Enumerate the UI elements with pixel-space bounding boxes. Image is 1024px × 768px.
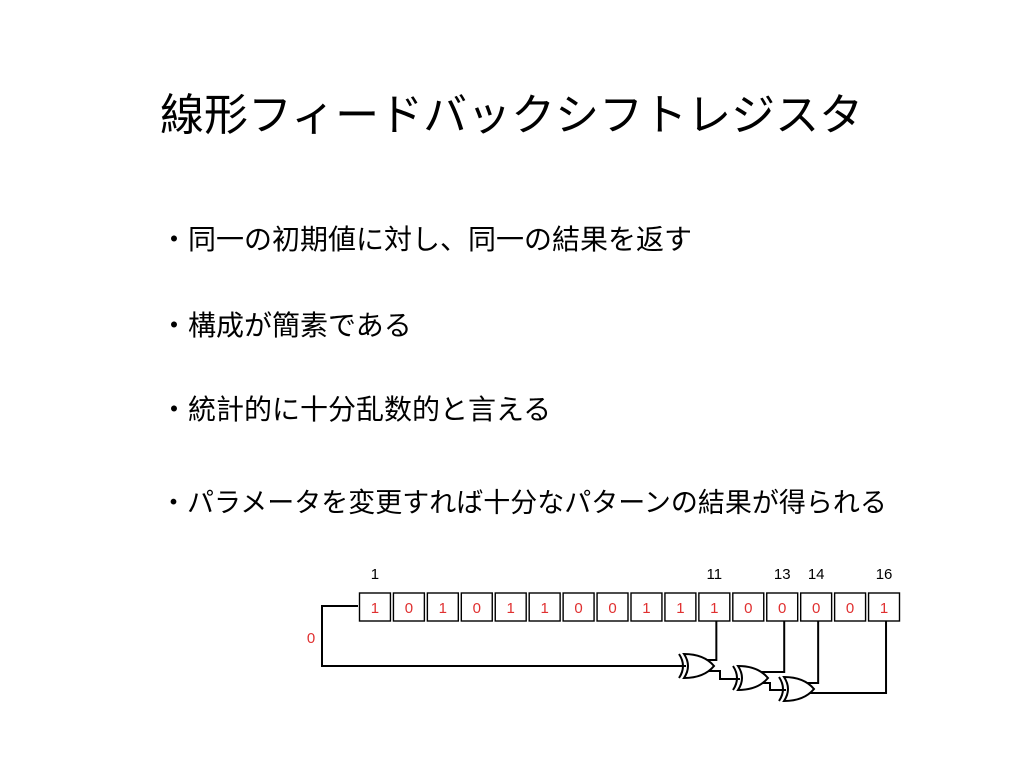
- register-cell: 0: [562, 592, 595, 622]
- bit-position-label: 14: [808, 566, 825, 583]
- register-cell: 1: [494, 592, 527, 622]
- register-bit-value: 1: [642, 600, 650, 617]
- xor-gate-body: [682, 652, 716, 680]
- xor-gates: [678, 652, 816, 703]
- register-bit-value: 1: [540, 600, 548, 617]
- register-cell: 1: [358, 592, 392, 622]
- register-cell-box: [596, 592, 629, 622]
- register-cell-box: [732, 592, 765, 622]
- register-cell: 0: [596, 592, 629, 622]
- feedback-wires: [321, 605, 888, 694]
- register-bit-value: 1: [439, 600, 447, 617]
- register-cell: 1: [867, 592, 901, 622]
- register-cell-box: [698, 592, 731, 622]
- xor-gate-body: [736, 664, 770, 692]
- xor-gate: [778, 675, 816, 703]
- bit-position-label: 1: [371, 566, 379, 583]
- xor-gate: [678, 652, 716, 680]
- xor-gate: [732, 664, 770, 692]
- bullet-simple-structure: ・構成が簡素である: [160, 309, 412, 342]
- register-cell: 1: [426, 592, 460, 622]
- register-cell: 0: [732, 592, 765, 622]
- register-cell-box: [460, 592, 493, 622]
- register-bit-value: 0: [608, 600, 616, 617]
- register-cell-box: [833, 592, 867, 622]
- register-cell-box: [358, 592, 392, 622]
- register-cell: 1: [630, 592, 663, 622]
- bit-position-label: 16: [876, 566, 893, 583]
- register-cell: 0: [460, 592, 493, 622]
- register-bit-value: 0: [744, 600, 752, 617]
- xor-gate-input-arc: [732, 665, 738, 691]
- register-bit-value: 1: [371, 600, 379, 617]
- register-cell-box: [426, 592, 460, 622]
- register-bit-value: 1: [710, 600, 718, 617]
- register-cell-box: [630, 592, 663, 622]
- bullet-same-output: ・同一の初期値に対し、同一の結果を返す: [160, 223, 693, 256]
- register-cell-box: [766, 592, 799, 622]
- register-bit-value: 0: [778, 600, 786, 617]
- xor-gate-body: [782, 675, 816, 703]
- bullet-statistically-random: ・統計的に十分乱数的と言える: [160, 393, 552, 426]
- register-bit-value: 1: [676, 600, 684, 617]
- register-bit-value: 0: [574, 600, 582, 617]
- bit-position-label: 13: [774, 566, 791, 583]
- feedback-wire: [788, 621, 820, 684]
- feedback-wire: [788, 621, 888, 694]
- register-bit-value: 1: [507, 600, 515, 617]
- register-cell: 1: [528, 592, 561, 622]
- register-cell: 0: [766, 592, 799, 622]
- register-bit-value: 0: [846, 600, 854, 617]
- register-cell: 0: [392, 592, 426, 622]
- feedback-wire: [321, 605, 686, 667]
- register-cell-box: [664, 592, 697, 622]
- slide-title: 線形フィードバックシフトレジスタ: [160, 90, 864, 141]
- register-cell: 0: [833, 592, 867, 622]
- register-cell: 1: [698, 592, 731, 622]
- register-bit-value: 0: [405, 600, 413, 617]
- register-bit-value: 0: [812, 600, 820, 617]
- register-cell-box: [392, 592, 426, 622]
- register-bit-value: 0: [473, 600, 481, 617]
- register-cell-box: [799, 592, 833, 622]
- feedback-wire: [742, 621, 786, 673]
- xor-gate-input-arc: [778, 676, 784, 702]
- register-cell-box: [562, 592, 595, 622]
- register-bit-value: 1: [880, 600, 888, 617]
- register-cell: 1: [664, 592, 697, 622]
- xor-gate-input-arc: [678, 653, 684, 679]
- register-cells: 1 0 1 0 1 1 0 0 1 1 1 0 0 0 0 1: [358, 592, 901, 622]
- register-cell-box: [528, 592, 561, 622]
- bullet-parameter-patterns: ・パラメータを変更すれば十分なパターンの結果が得られる: [160, 488, 887, 519]
- register-cell: 0: [799, 592, 833, 622]
- register-cell-box: [494, 592, 527, 622]
- register-cell-box: [867, 592, 901, 622]
- bit-position-label: 11: [707, 566, 723, 583]
- feedback-value-label: 0: [307, 630, 315, 647]
